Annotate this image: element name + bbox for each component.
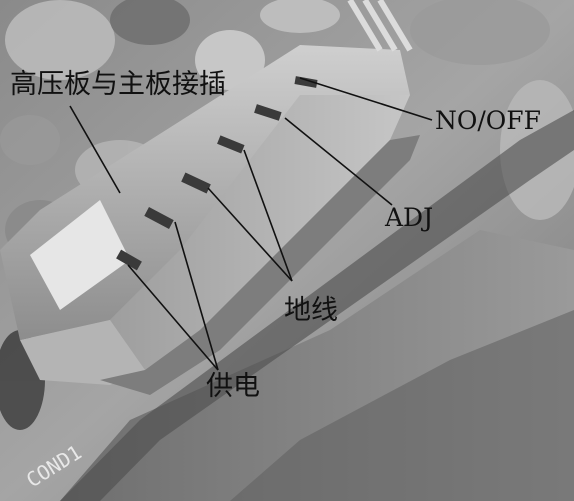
connector-base	[100, 135, 420, 395]
pcb-edge-shadow	[230, 310, 574, 501]
leader-line-connector	[69, 105, 121, 194]
leader-line-adj	[284, 117, 393, 206]
label-ground: 地线	[284, 295, 338, 326]
leader-lines	[69, 77, 433, 371]
connector-latch	[30, 200, 130, 310]
connector-pins	[116, 76, 318, 271]
leader-line-ground-2	[207, 187, 293, 282]
leader-line-onoff	[299, 77, 433, 121]
leader-line-power-2	[127, 264, 219, 371]
leader-line-power-1	[174, 221, 219, 371]
label-adj: ADJ	[385, 203, 434, 232]
label-on-off: NO/OFF	[435, 106, 541, 135]
connector-front-face	[110, 95, 410, 370]
label-power: 供电	[206, 371, 260, 402]
connector-lower-wall	[20, 320, 145, 385]
label-connector: 高压板与主板接插	[10, 69, 226, 100]
leader-line-ground-1	[243, 149, 293, 282]
top-wires	[347, 0, 413, 52]
pcb-front-face	[0, 110, 574, 501]
